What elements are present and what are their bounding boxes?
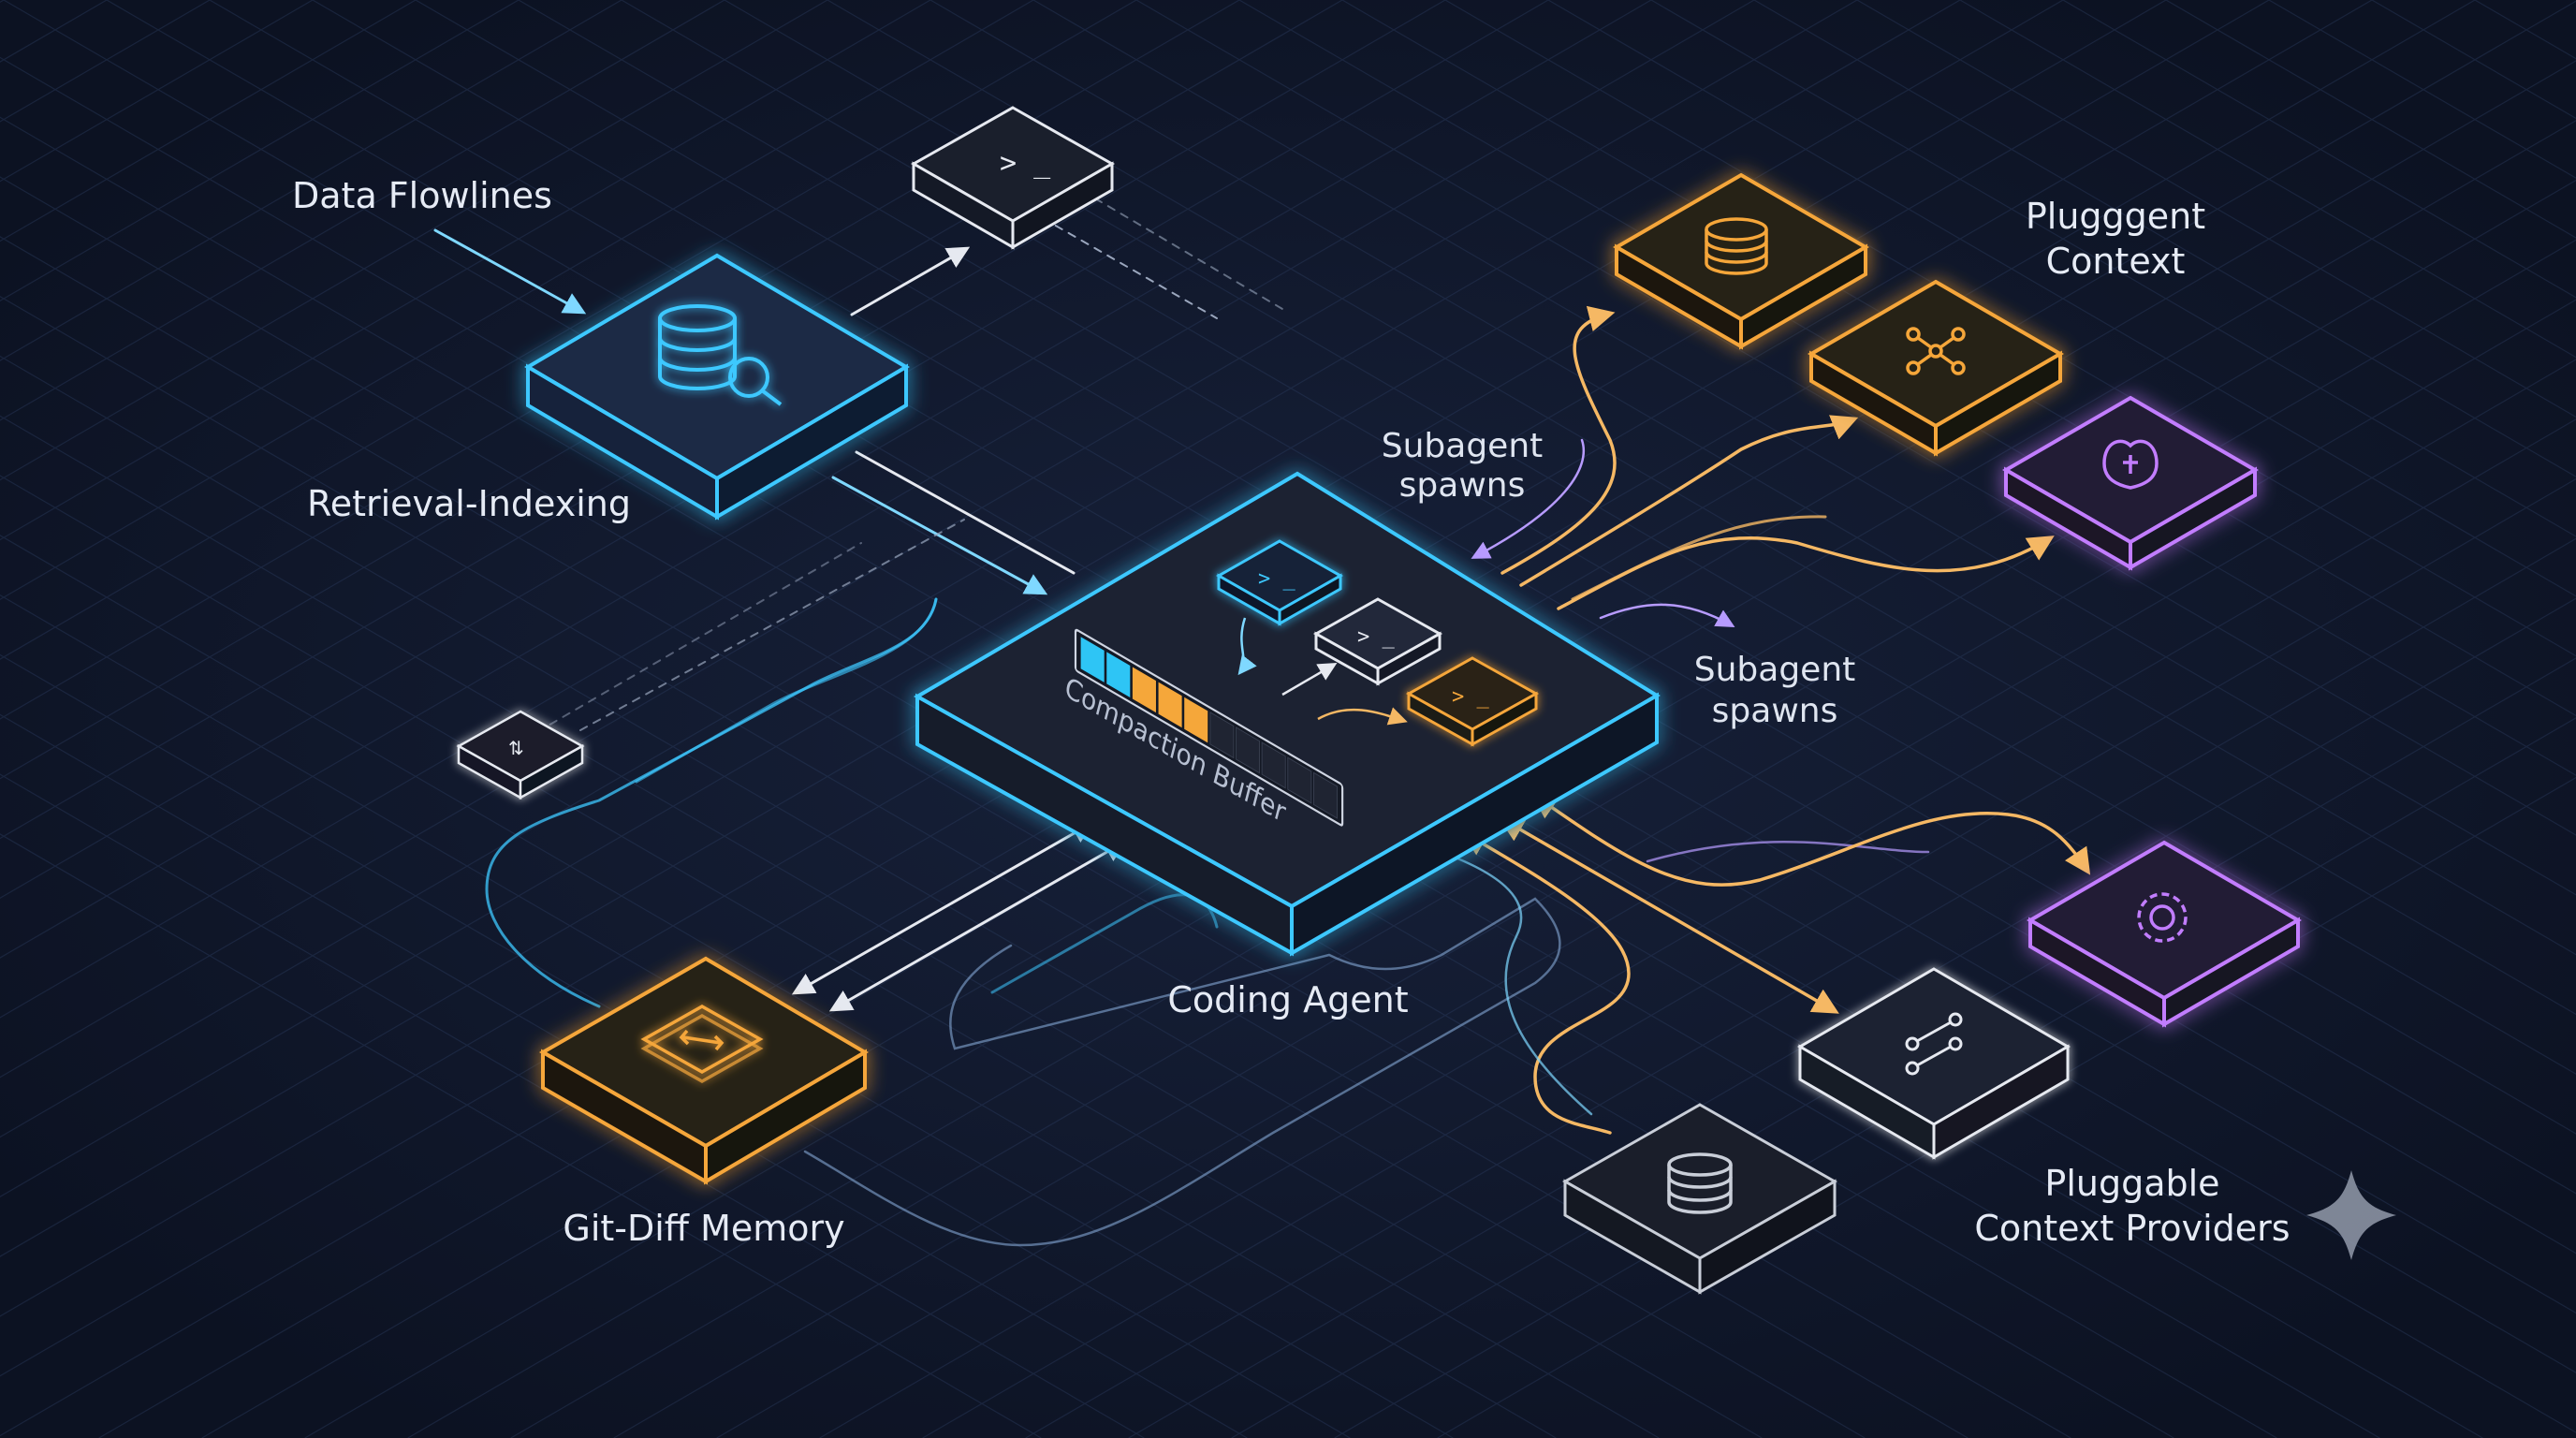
compaction-buffer — [1074, 628, 1344, 827]
terminal-icon: > _ — [1000, 147, 1051, 180]
agent-to-top-db-arrow — [1500, 305, 1617, 575]
plugggent-context-label-line1: Plugggent — [2026, 196, 2205, 237]
git-loop-cyan-2 — [635, 597, 938, 784]
agent-to-bottom-db-arrow — [1460, 830, 1631, 1135]
subagent-spawn-top-arrow — [1471, 438, 1586, 559]
branch-node[interactable] — [1797, 967, 2071, 1160]
gear-node[interactable] — [2027, 840, 2302, 1028]
code-diff-icon — [640, 1004, 764, 1084]
subagent-spawns-top-label-line1: Subagent — [1382, 427, 1544, 465]
sparkle-icon — [2306, 1170, 2396, 1260]
connectors — [433, 198, 2091, 1247]
buffer-cell — [1236, 726, 1260, 774]
retrieval-to-agent-arrow — [855, 450, 1076, 575]
agent-to-plugin-arrow-2 — [1571, 515, 1827, 601]
subagent-spawn-right-arrow — [1599, 603, 1735, 627]
small-box-dashed-link — [579, 519, 965, 731]
network-node[interactable] — [1808, 279, 2064, 457]
coding-agent-node[interactable] — [913, 471, 1661, 957]
retrieval-to-terminal-arrow — [850, 246, 971, 316]
buffer-cell — [1313, 771, 1338, 819]
plugggent-context-label-line2: Context — [2046, 241, 2186, 282]
small-box-node[interactable]: ⇅ — [456, 710, 585, 800]
buffer-cell — [1080, 637, 1105, 682]
plugin-icon — [2102, 439, 2159, 490]
agent-to-network-arrow — [1519, 415, 1859, 587]
coding-agent-label: Coding Agent — [1167, 979, 1408, 1020]
data-flowlines-label: Data Flowlines — [292, 175, 552, 216]
buffer-cell — [1106, 652, 1131, 698]
terminal-icon: > _ — [1452, 685, 1489, 709]
agent-terminal-orange[interactable]: > _ — [1405, 656, 1540, 747]
gear-icon — [2137, 892, 2188, 943]
network-nodes-icon — [1906, 327, 1966, 375]
agent-inner-arrows — [1237, 617, 1408, 726]
buffer-cell — [1261, 741, 1286, 789]
database-search-icon — [658, 304, 783, 406]
bottom-db-cyan-arrow — [1424, 843, 1593, 1116]
agent-terminal-white[interactable]: > _ — [1312, 597, 1443, 686]
retrieval-to-agent-arrow-2 — [831, 476, 1048, 595]
flowline-pointer-arrow — [433, 228, 587, 315]
bottom-db-node[interactable] — [1561, 1103, 1838, 1295]
subagent-spawns-right-label-line2: spawns — [1712, 692, 1838, 730]
git-diff-memory-node[interactable] — [538, 956, 869, 1185]
git-to-agent-arrow-2 — [828, 840, 1128, 1012]
arrows-icon: ⇅ — [508, 737, 524, 759]
buffer-cell — [1132, 667, 1156, 713]
terminal-icon: > _ — [1258, 567, 1295, 591]
buffer-cell — [1158, 682, 1182, 728]
pluggable-providers-label-line1: Pluggable — [2044, 1163, 2219, 1204]
agent-to-branch-arrow — [1498, 816, 1839, 1014]
compaction-buffer-cells — [1080, 637, 1338, 819]
buffer-cell — [1209, 712, 1235, 759]
database-icon — [1667, 1152, 1733, 1214]
branch-icon — [1905, 1012, 1963, 1076]
terminal-dashed-link — [1029, 210, 1218, 319]
subagent-spawns-top-label-line2: spawns — [1399, 466, 1526, 505]
retrieval-indexing-label: Retrieval-Indexing — [307, 483, 631, 524]
git-diff-memory-label: Git-Diff Memory — [563, 1208, 844, 1249]
agent-terminal-cyan[interactable]: > _ — [1215, 539, 1344, 626]
subagent-spawns-right-label-line1: Subagent — [1694, 651, 1856, 689]
context-db-node[interactable] — [1613, 172, 1869, 350]
terminal-icon: > _ — [1357, 625, 1395, 649]
terminal-node-top[interactable]: > _ — [910, 106, 1116, 250]
terminal-dashed-link-2 — [1094, 198, 1283, 310]
buffer-cell — [1287, 756, 1312, 804]
buffer-cell — [1184, 697, 1208, 743]
small-box-dashed-link-2 — [523, 542, 862, 741]
database-icon — [1705, 217, 1768, 275]
pluggable-providers-label-line2: Context Providers — [1974, 1208, 2290, 1249]
